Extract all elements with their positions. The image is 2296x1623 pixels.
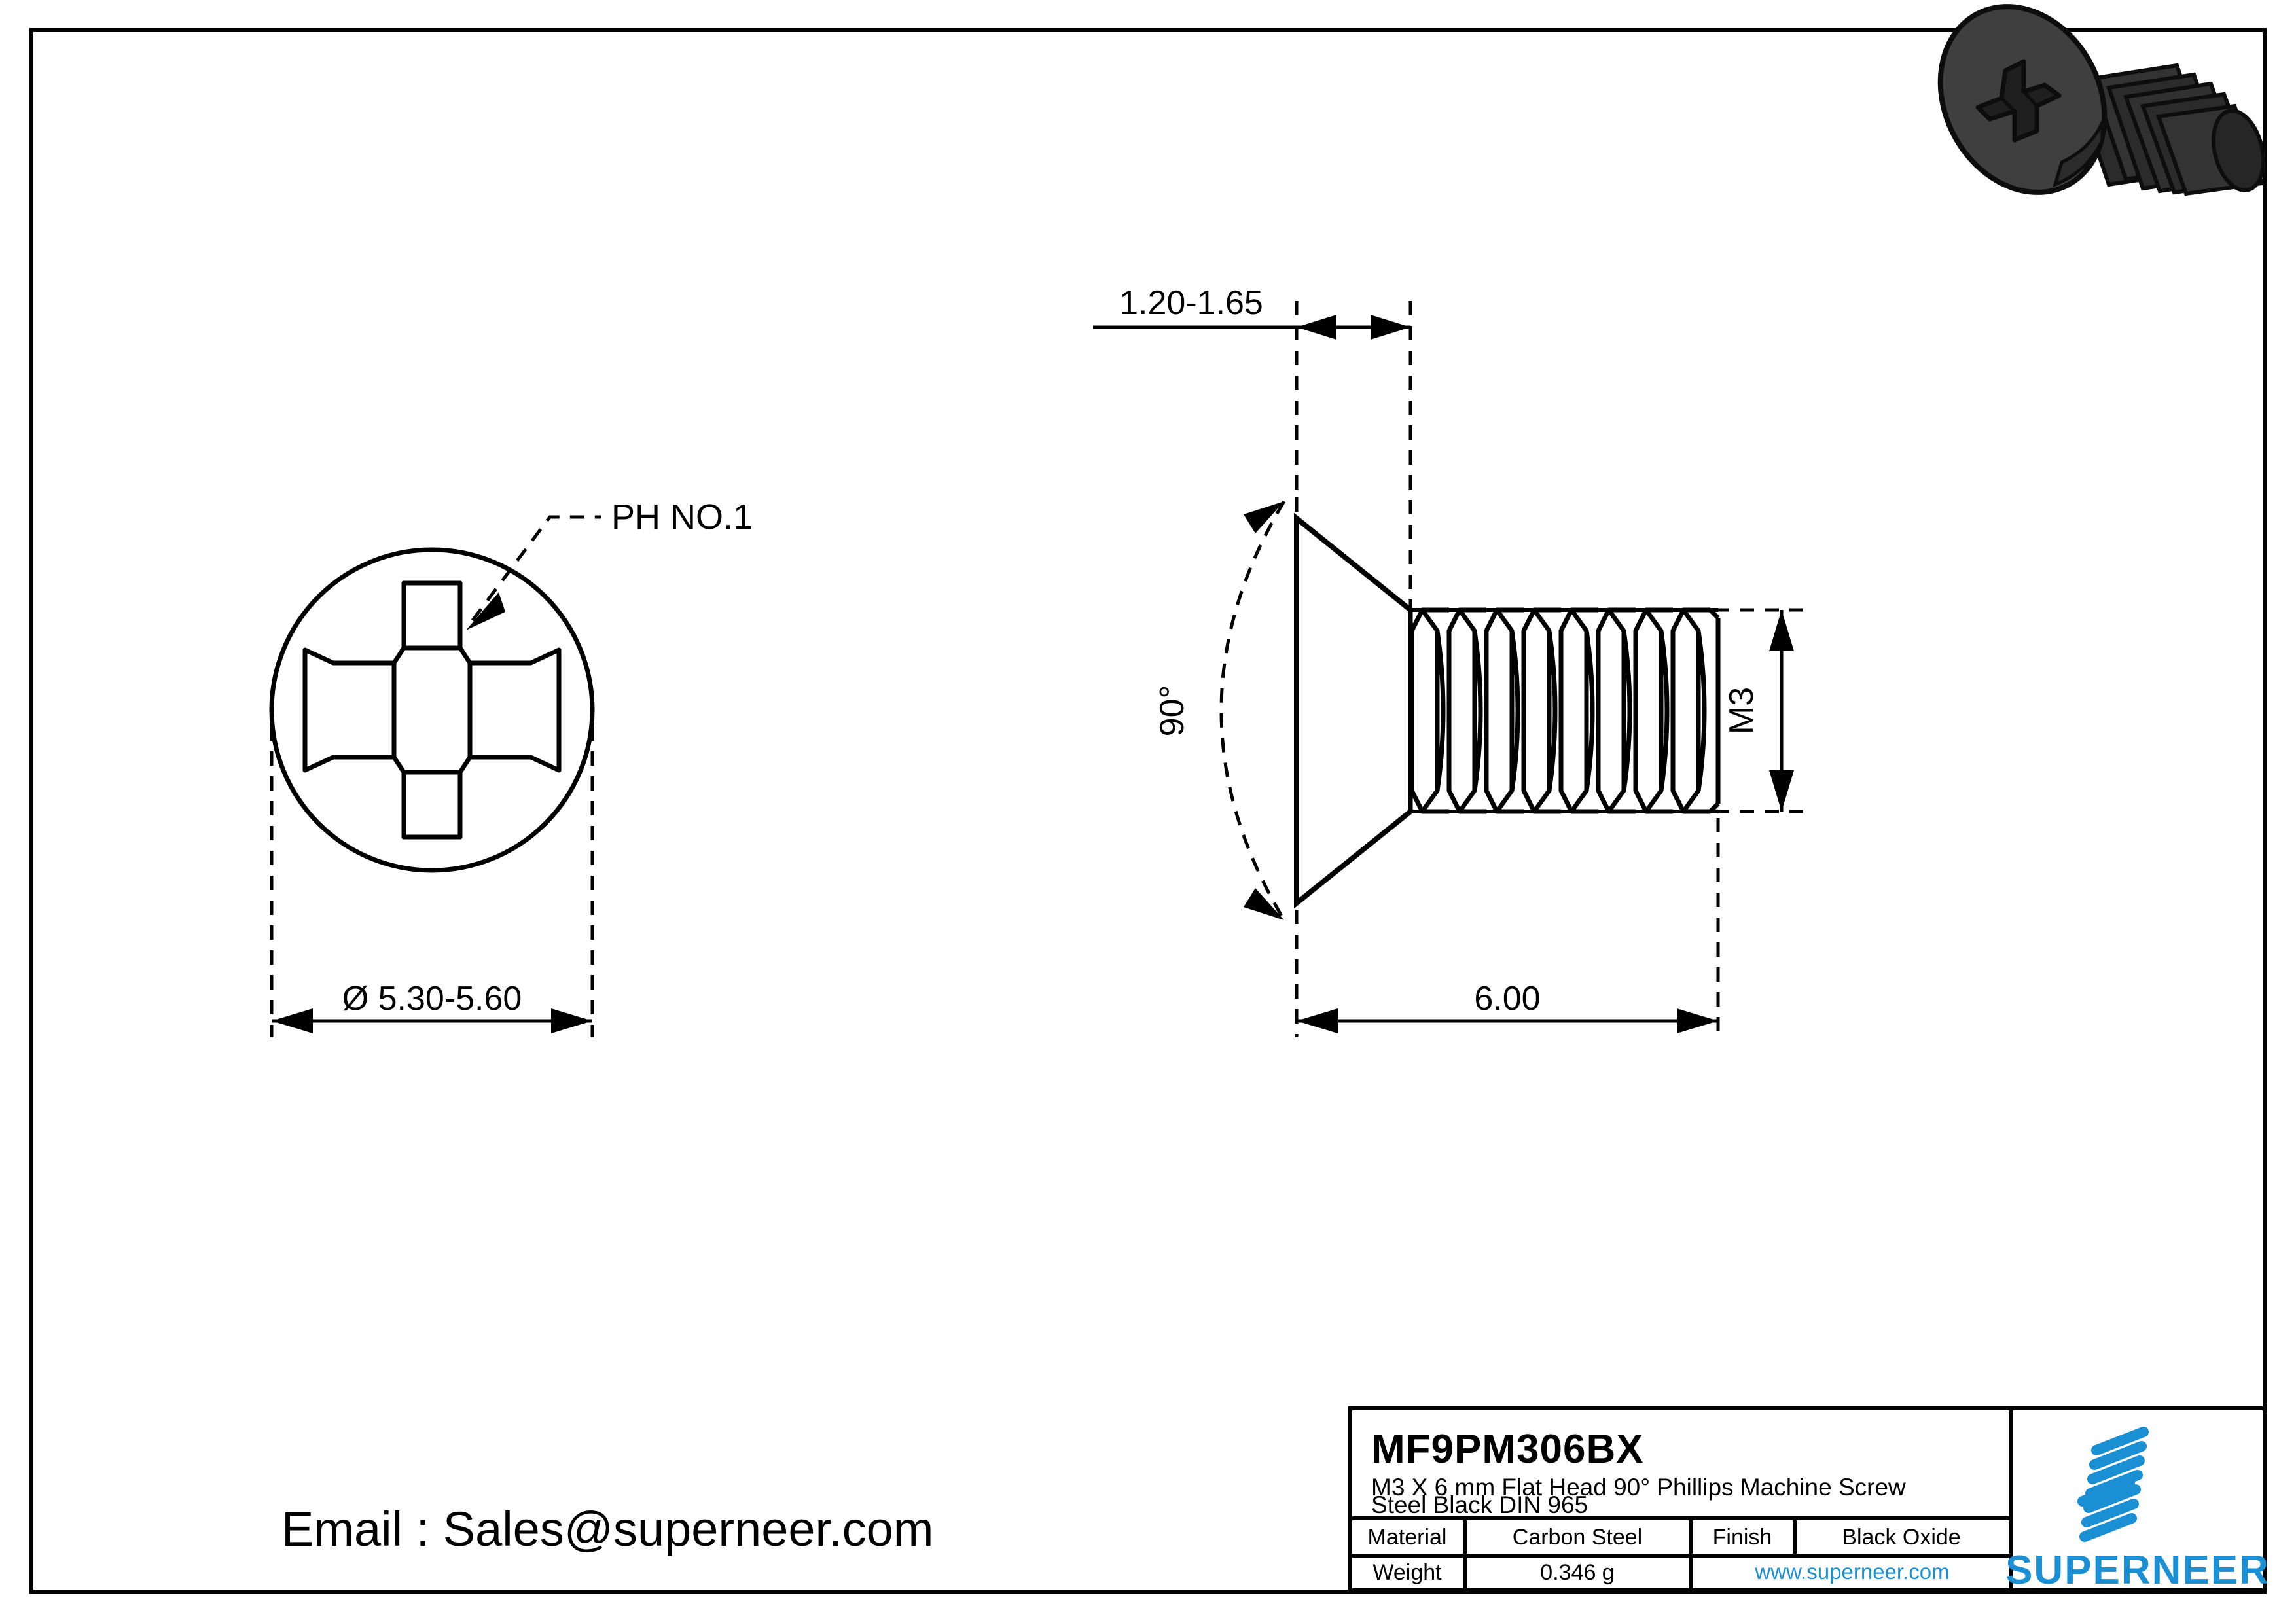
recess-centre-square [391, 645, 473, 775]
sheet-frame-border [29, 28, 2267, 1594]
thread-size-dimension-text: M3 [1723, 687, 1761, 734]
diameter-arrow-right [551, 1008, 592, 1033]
finish-value: Black Oxide [1842, 1525, 1960, 1550]
length-arrow-left [1297, 1008, 1338, 1033]
weight-value: 0.346 g [1540, 1560, 1614, 1585]
shank-end-chamfer-top [1708, 608, 1720, 620]
render-recess-facets [2000, 90, 2038, 113]
logo-bars-mark [2077, 1427, 2149, 1542]
material-value: Carbon Steel [1513, 1525, 1642, 1550]
diameter-arrow-left [272, 1008, 313, 1033]
render-head-cone [2053, 121, 2104, 188]
description-line-1: M3 X 6 mm Flat Head 90° Phillips Machine… [1371, 1474, 1906, 1501]
m3-arrow-bottom [1769, 770, 1794, 812]
head-angle-arrow-top [1244, 501, 1284, 533]
length-dimension-text: 6.00 [1474, 980, 1540, 1018]
material-label: Material [1368, 1525, 1447, 1550]
thickness-arrow-left [1297, 315, 1336, 340]
description-line-2: Steel Black DIN 965 [1371, 1491, 1588, 1518]
title-block: MF9PM306BX M3 X 6 mm Flat Head 90° Phill… [1348, 1406, 2270, 1593]
phillips-cross-recess [302, 580, 562, 840]
brand-name-text: SUPERNEER [2005, 1548, 2270, 1593]
finish-label: Finish [1713, 1525, 1772, 1550]
head-thickness-dimension-text: 1.20-1.65 [1119, 284, 1263, 322]
head-top-view: PH NO.1 Ø 5.30-5.60 [269, 497, 753, 1037]
render-shaft-end [2211, 109, 2266, 192]
part-number-text: MF9PM306BX [1371, 1427, 1644, 1472]
length-arrow-right [1677, 1008, 1718, 1033]
m3-arrow-top [1769, 610, 1794, 651]
contact-email-text: Email : Sales@superneer.com [281, 1502, 933, 1556]
superneer-logo: SUPERNEER [2005, 1427, 2270, 1593]
thread-helix-group [1409, 607, 1710, 814]
ph-no1-label: PH NO.1 [611, 497, 753, 537]
website-link[interactable]: www.superneer.com [1754, 1560, 1949, 1584]
head-outline-circle [269, 547, 595, 873]
ph-no1-leader-arrowhead [466, 592, 505, 630]
head-angle-arrow-bottom [1244, 888, 1284, 920]
isometric-screw-render [1937, 4, 2266, 196]
shank-end-chamfer-bottom [1708, 802, 1720, 813]
head-angle-arc [1219, 500, 1286, 921]
thickness-arrow-right [1371, 315, 1410, 340]
diameter-dimension-text: Ø 5.30-5.60 [342, 980, 522, 1018]
ph-no1-leader-line [471, 515, 601, 622]
head-angle-dimension-text: 90° [1153, 685, 1191, 737]
weight-label: Weight [1372, 1560, 1442, 1585]
screw-side-view: 1.20-1.65 90° M3 6.00 [1093, 284, 1803, 1037]
